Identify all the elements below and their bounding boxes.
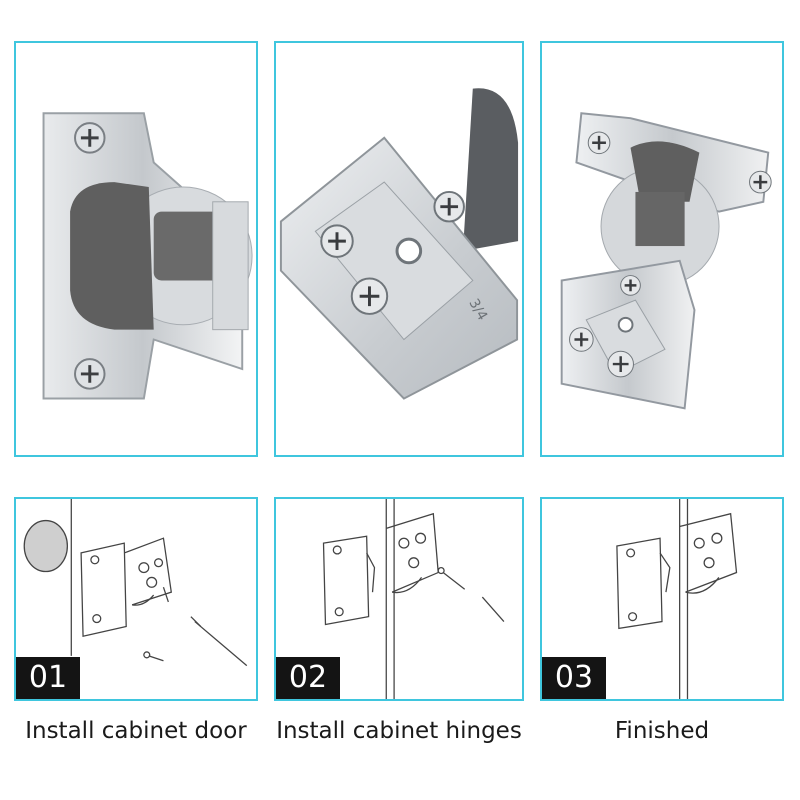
step-caption-2: Install cabinet hinges bbox=[276, 718, 522, 744]
step-panel-1: 01 bbox=[14, 497, 258, 701]
step-caption-1: Install cabinet door bbox=[25, 718, 247, 744]
step-number-badge: 03 bbox=[542, 657, 606, 699]
mounting-plate-icon: 3/4 bbox=[279, 88, 519, 400]
assembled-hinge-icon bbox=[560, 112, 772, 410]
step-number-badge: 01 bbox=[16, 657, 80, 699]
step-panel-2: 02 bbox=[274, 497, 524, 701]
install-hinges-diagram-icon bbox=[322, 499, 505, 699]
step-caption-3: Finished bbox=[614, 718, 710, 744]
photo-panel-assembled-hinge bbox=[540, 41, 784, 457]
photo-panel-hinge-front bbox=[14, 41, 258, 457]
step-panel-3: 03 bbox=[540, 497, 784, 701]
finished-diagram-icon bbox=[616, 499, 738, 699]
hinge-front-icon bbox=[42, 112, 253, 400]
photo-panel-mounting-plate: 3/4 bbox=[274, 41, 524, 457]
install-door-diagram-icon bbox=[23, 499, 248, 667]
step-number-badge: 02 bbox=[276, 657, 340, 699]
